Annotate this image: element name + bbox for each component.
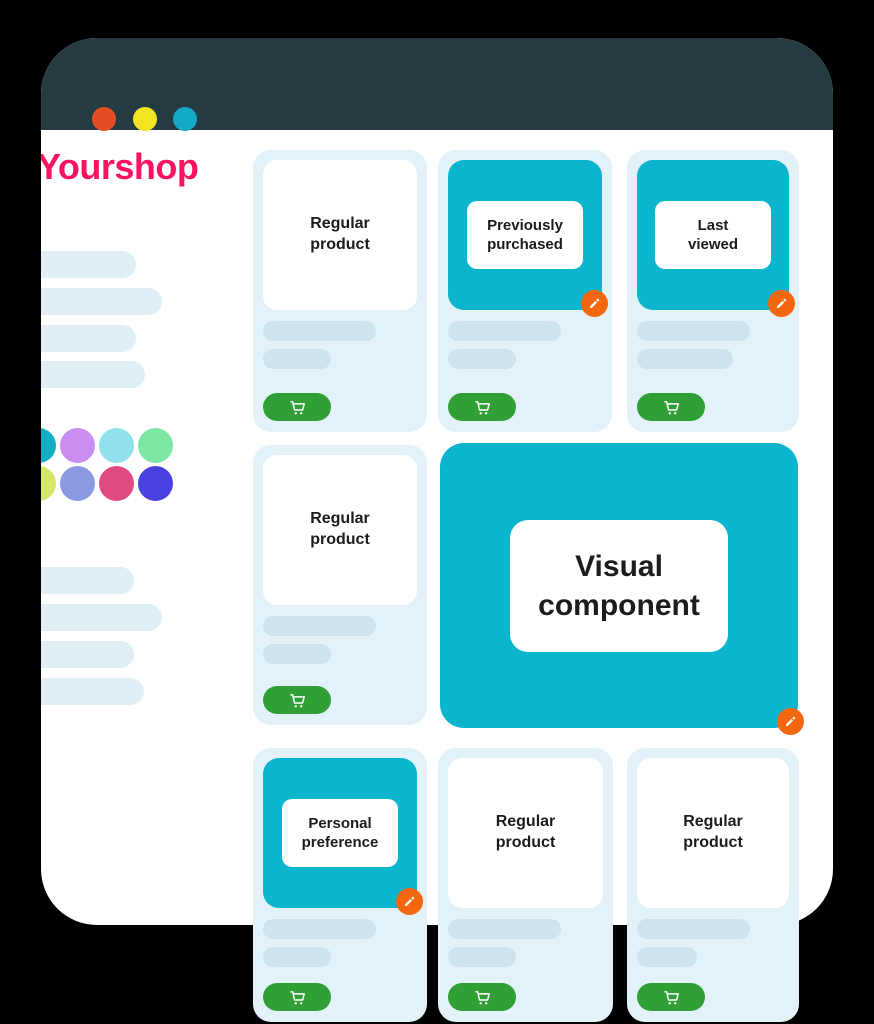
product-image: Regular product bbox=[263, 455, 417, 605]
product-image: Regular product bbox=[448, 758, 603, 908]
nav-placeholder bbox=[41, 567, 134, 594]
text-placeholder bbox=[263, 919, 376, 939]
add-to-cart-button[interactable] bbox=[637, 983, 705, 1011]
browser-titlebar bbox=[41, 38, 833, 131]
product-label: Last viewed bbox=[687, 216, 739, 254]
product-label-box: Personal preference bbox=[282, 799, 398, 867]
text-placeholder bbox=[448, 321, 561, 341]
text-placeholder bbox=[263, 644, 331, 664]
color-swatch[interactable] bbox=[41, 466, 56, 501]
shopping-cart-icon bbox=[287, 397, 308, 418]
product-card-regular[interactable]: Regular product bbox=[253, 445, 427, 725]
text-placeholder bbox=[448, 349, 516, 369]
color-swatch[interactable] bbox=[60, 428, 95, 463]
add-to-cart-button[interactable] bbox=[263, 393, 331, 421]
product-card-last-viewed[interactable]: Last viewed bbox=[627, 150, 799, 432]
product-label-box: Last viewed bbox=[655, 201, 771, 269]
visual-component-card[interactable]: Visual component bbox=[440, 443, 804, 735]
product-card-regular[interactable]: Regular product bbox=[253, 150, 427, 432]
product-label: Regular product bbox=[310, 510, 370, 548]
pencil-icon bbox=[403, 895, 416, 908]
nav-placeholder bbox=[41, 325, 136, 352]
personalized-image: Previously purchased bbox=[448, 160, 608, 317]
pencil-icon bbox=[784, 715, 797, 728]
add-to-cart-button[interactable] bbox=[448, 393, 516, 421]
add-to-cart-button[interactable] bbox=[263, 686, 331, 714]
product-image: Regular product bbox=[263, 160, 417, 310]
product-label: Personal preference bbox=[301, 814, 379, 852]
text-placeholder bbox=[637, 349, 733, 369]
add-to-cart-button[interactable] bbox=[448, 983, 516, 1011]
add-to-cart-button[interactable] bbox=[637, 393, 705, 421]
product-card-regular[interactable]: Regular product bbox=[627, 748, 799, 1022]
text-placeholder bbox=[263, 947, 331, 967]
product-card-personal-preference[interactable]: Personal preference bbox=[253, 748, 427, 1022]
product-label: Previously purchased bbox=[487, 216, 563, 254]
pencil-icon bbox=[775, 297, 788, 310]
shopping-cart-icon bbox=[661, 397, 682, 418]
color-swatch[interactable] bbox=[138, 428, 173, 463]
window-minimize-button[interactable] bbox=[133, 107, 157, 131]
nav-placeholder bbox=[41, 361, 145, 388]
color-swatch[interactable] bbox=[60, 466, 95, 501]
nav-placeholder bbox=[41, 251, 136, 278]
text-placeholder bbox=[263, 349, 331, 369]
color-swatch[interactable] bbox=[99, 466, 134, 501]
product-label: Regular product bbox=[310, 215, 370, 253]
text-placeholder bbox=[637, 947, 697, 967]
color-swatch[interactable] bbox=[138, 466, 173, 501]
product-card-regular[interactable]: Regular product bbox=[438, 748, 613, 1022]
shopping-cart-icon bbox=[287, 690, 308, 711]
text-placeholder bbox=[263, 321, 376, 341]
nav-placeholder bbox=[41, 604, 162, 631]
shopping-cart-icon bbox=[472, 987, 493, 1008]
text-placeholder bbox=[448, 919, 561, 939]
product-label: Regular product bbox=[495, 813, 556, 851]
color-swatch[interactable] bbox=[99, 428, 134, 463]
text-placeholder bbox=[637, 919, 750, 939]
product-card-previously-purchased[interactable]: Previously purchased bbox=[438, 150, 612, 432]
shopping-cart-icon bbox=[472, 397, 493, 418]
product-image: Regular product bbox=[637, 758, 789, 908]
product-label: Regular product bbox=[683, 813, 743, 851]
nav-placeholder bbox=[41, 641, 134, 668]
edit-badge[interactable] bbox=[777, 708, 804, 735]
window-close-button[interactable] bbox=[92, 107, 116, 131]
visual-component-label: Visual component bbox=[538, 549, 700, 622]
shop-logo: Yourshop bbox=[41, 146, 199, 187]
edit-badge[interactable] bbox=[396, 888, 423, 915]
shopping-cart-icon bbox=[661, 987, 682, 1008]
add-to-cart-button[interactable] bbox=[263, 983, 331, 1011]
visual-component-label-box: Visual component bbox=[510, 519, 728, 652]
text-placeholder bbox=[637, 321, 750, 341]
sidebar: Yourshop bbox=[41, 130, 256, 924]
pencil-icon bbox=[588, 297, 601, 310]
nav-placeholder bbox=[41, 288, 162, 315]
text-placeholder bbox=[448, 947, 516, 967]
text-placeholder bbox=[263, 616, 376, 636]
product-label-box: Previously purchased bbox=[467, 201, 583, 269]
personalized-image: Personal preference bbox=[263, 758, 423, 915]
color-swatch[interactable] bbox=[41, 428, 56, 463]
edit-badge[interactable] bbox=[768, 290, 795, 317]
nav-placeholder bbox=[41, 678, 144, 705]
edit-badge[interactable] bbox=[581, 290, 608, 317]
personalized-image: Last viewed bbox=[637, 160, 795, 317]
shopping-cart-icon bbox=[287, 987, 308, 1008]
window-expand-button[interactable] bbox=[173, 107, 197, 131]
